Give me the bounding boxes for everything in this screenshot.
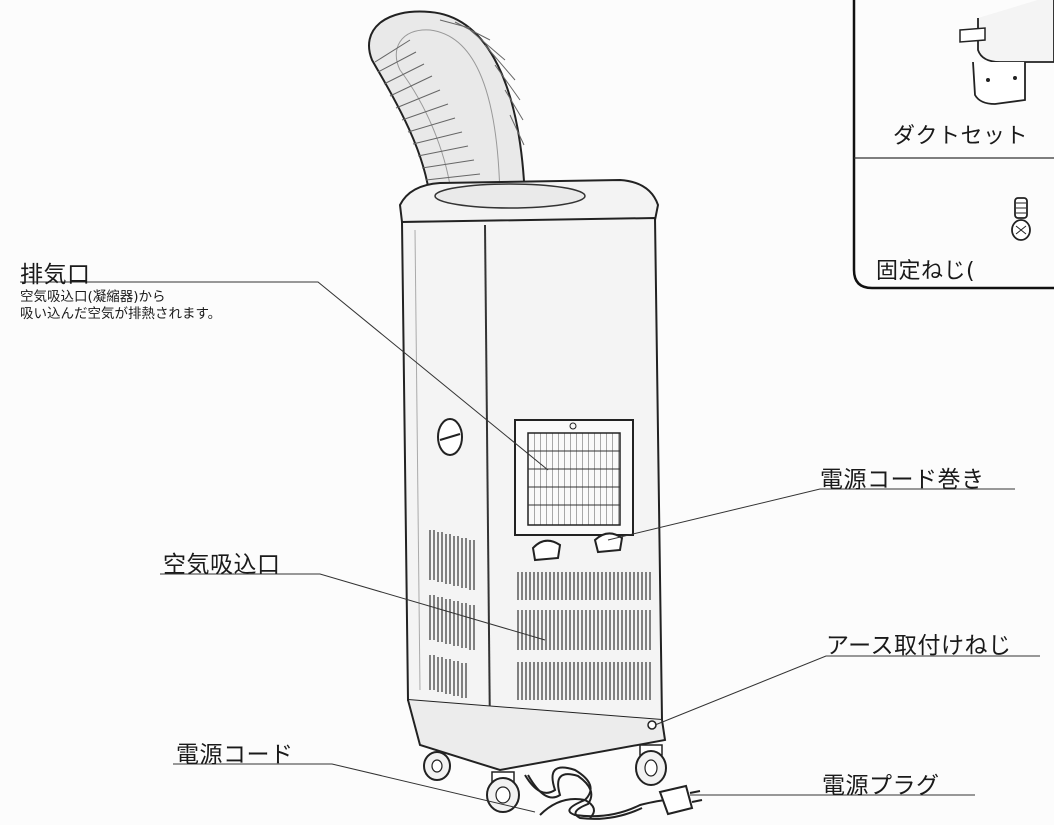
power-cord-leader — [173, 763, 536, 813]
label-exhaust-desc-1: 空気吸込口(凝縮器)から — [20, 289, 166, 305]
caster-front-left — [486, 771, 520, 813]
label-intake: 空気吸込口 — [163, 552, 281, 578]
label-exhaust: 排気口 — [20, 262, 91, 288]
label-ground-screw: アース取付けねじ — [826, 633, 1012, 659]
ground-screw-leader — [654, 655, 1040, 726]
intake-leader — [160, 573, 546, 641]
ground-screw-hole — [647, 720, 657, 730]
exhaust-leader — [20, 281, 549, 471]
accessory-box — [852, 0, 1054, 290]
top-cover — [398, 178, 660, 224]
power-cord-drawing — [524, 766, 669, 820]
power-plug-drawing — [658, 784, 703, 816]
label-duct-set: ダクトセット — [893, 124, 1029, 149]
leader-lines — [20, 281, 1040, 813]
label-power-plug: 電源プラグ — [822, 773, 940, 799]
duct-set-icon — [959, 0, 1054, 105]
label-fixing-screw: 固定ねじ( — [876, 259, 976, 284]
label-exhaust-desc-2: 吸い込んだ空気が排熱されます。 — [20, 306, 222, 322]
exhaust-grille — [514, 419, 634, 536]
cord-winder-leader — [607, 488, 1015, 541]
caster-rear-left — [423, 751, 451, 781]
caster-front-right — [635, 744, 667, 786]
label-cord-winder: 電源コード巻き — [820, 467, 985, 493]
exhaust-duct-hose — [368, 10, 527, 201]
front-intake-grille — [517, 572, 651, 700]
fixing-screw-icon — [1011, 197, 1031, 241]
cord-winder-hooks — [531, 532, 624, 562]
side-intake-grille — [429, 530, 475, 698]
label-power-cord: 電源コード — [176, 742, 294, 768]
side-handle — [437, 418, 463, 456]
